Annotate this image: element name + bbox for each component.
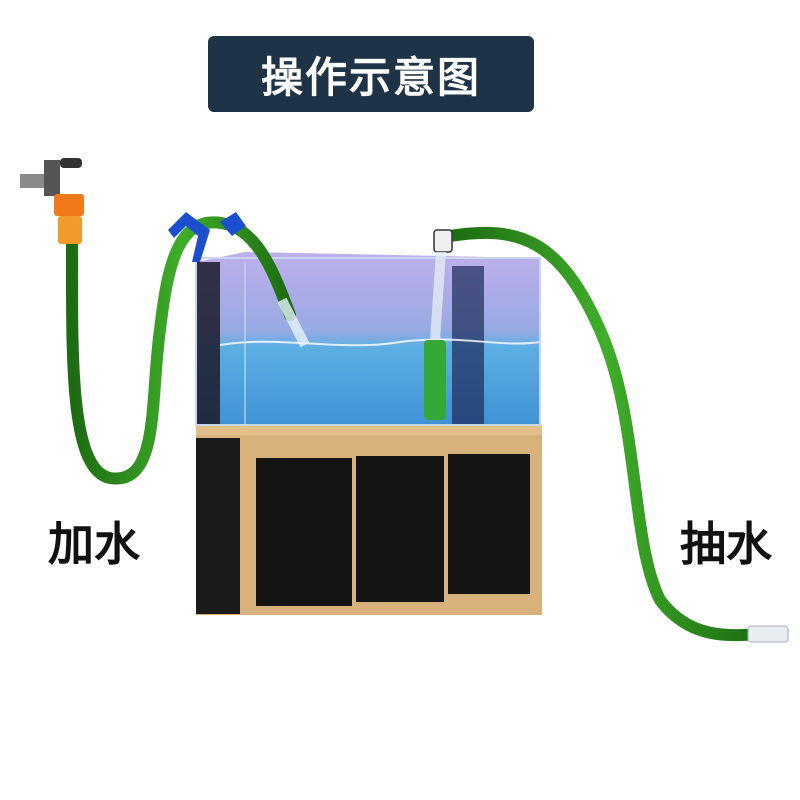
- water-surface: [219, 338, 541, 347]
- tank-body: [196, 252, 540, 425]
- cabinet-door-right: [448, 454, 530, 594]
- tank-back-left: [196, 262, 220, 425]
- cabinet-side-panel: [196, 438, 240, 614]
- hose-connector-icon: [54, 194, 84, 216]
- drain-water-label: 抽水: [680, 517, 772, 571]
- tank-glass-edge: [195, 257, 541, 426]
- hose-outlet-icon: [747, 625, 789, 643]
- hose-clamp-icon: [168, 212, 246, 262]
- cabinet-door-middle: [356, 456, 444, 602]
- water-stream: [277, 297, 310, 348]
- tank-filter-column: [452, 266, 484, 426]
- cabinet: [196, 425, 542, 615]
- title-banner: 操作示意图: [208, 36, 534, 112]
- cabinet-door-left: [256, 458, 352, 606]
- page-title: 操作示意图: [260, 52, 481, 102]
- aquarium-tank: [195, 252, 541, 426]
- add-water-label: 加水: [48, 517, 140, 571]
- drain-hose: [444, 226, 766, 642]
- cabinet-top-edge: [196, 425, 542, 435]
- faucet-icon: [20, 158, 84, 244]
- siphon-tube-icon: [424, 229, 453, 420]
